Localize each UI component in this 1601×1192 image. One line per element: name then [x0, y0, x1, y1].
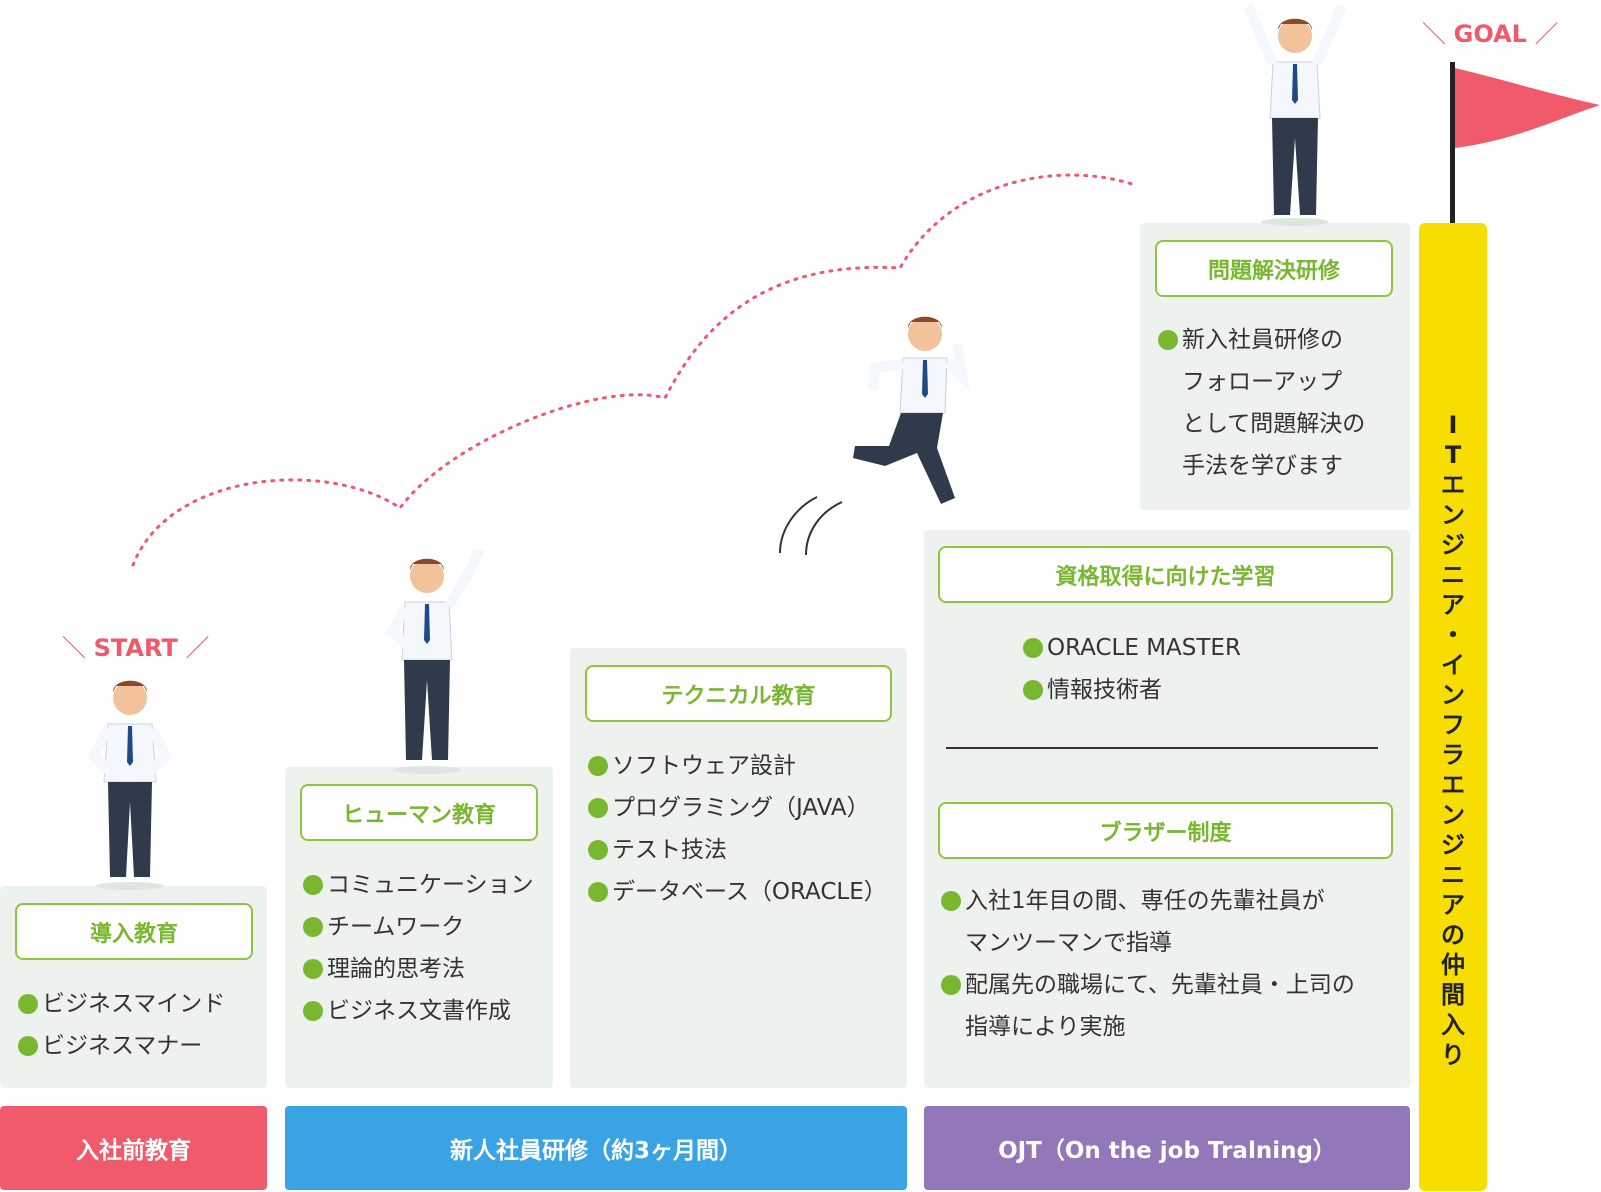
goal-column-char: ン: [1441, 681, 1465, 709]
list-qual: ORACLE MASTER 情報技術者: [1023, 627, 1241, 711]
goal-column-char: ラ: [1441, 741, 1465, 769]
list-tech: ソフトウェア設計 プログラミング（JAVA） テスト技法 データベース（ORAC…: [588, 745, 887, 913]
list-item: プログラミング（JAVA）: [588, 787, 887, 829]
motion-line: [779, 496, 818, 554]
step-title-brother: ブラザー制度: [938, 802, 1393, 859]
goal-marker: ＼ GOAL ／: [1422, 20, 1559, 48]
goal-column-char: ニ: [1441, 861, 1465, 889]
list-brother: 入社1年目の間、専任の先輩社員が マンツーマンで指導 配属先の職場にて、先輩社員…: [941, 880, 1355, 1048]
goal-column-char: ア: [1441, 591, 1465, 619]
divider: [946, 747, 1378, 749]
goal-column-char: の: [1441, 921, 1465, 949]
goal-column-char: ジ: [1441, 831, 1465, 859]
goal-column-char: ン: [1441, 501, 1465, 529]
list-item: 理論的思考法: [303, 948, 534, 990]
list-item-continuation: 指導により実施: [965, 1014, 1126, 1040]
list-item: ビジネス文書作成: [303, 990, 534, 1032]
motion-line: [805, 501, 843, 556]
list-item: コミュニケーション: [303, 864, 534, 906]
goal-column-char: ア: [1441, 891, 1465, 919]
list-human: コミュニケーション チームワーク 理論的思考法 ビジネス文書作成: [303, 864, 534, 1032]
businessman-cheering-figure: [1243, 4, 1347, 226]
goal-column-char: フ: [1441, 711, 1465, 739]
goal-column-char: エ: [1441, 771, 1465, 799]
goal-column-char: 入: [1441, 1011, 1465, 1039]
list-item: 新入社員研修の: [1158, 319, 1365, 361]
step-title-qual: 資格取得に向けた学習: [938, 546, 1393, 603]
list-pre: ビジネスマインド ビジネスマナー: [18, 983, 225, 1067]
list-item-continuation: 手法を学びます: [1182, 453, 1343, 479]
list-item-continuation: マンツーマンで指導: [965, 930, 1172, 956]
step-title-pre: 導入教育: [15, 903, 253, 960]
step-title-problem: 問題解決研修: [1155, 240, 1393, 297]
list-item: ソフトウェア設計: [588, 745, 887, 787]
list-item-continuation: フォローアップ: [1182, 369, 1343, 395]
list-item: 配属先の職場にて、先輩社員・上司の: [941, 964, 1355, 1006]
goal-column-char: I: [1448, 411, 1458, 439]
goal-column: [1419, 223, 1487, 1191]
list-item: 入社1年目の間、専任の先輩社員が: [941, 880, 1355, 922]
stage-bar-ojt: OJT（On the job Tralning）: [924, 1106, 1410, 1190]
goal-column-char: イ: [1441, 651, 1465, 679]
goal-column-char: 間: [1441, 981, 1465, 1009]
step-title-tech: テクニカル教育: [585, 665, 892, 722]
goal-column-char: ・: [1441, 621, 1465, 649]
list-item: ORACLE MASTER: [1023, 627, 1241, 669]
businessman-pointing-figure: [385, 550, 486, 774]
goal-column-char: り: [1441, 1041, 1465, 1069]
goal-column-char: ン: [1441, 801, 1465, 829]
list-item: テスト技法: [588, 829, 887, 871]
goal-column-char: T: [1444, 441, 1462, 469]
list-item: ビジネスマナー: [18, 1025, 225, 1067]
goal-flag-icon: [1450, 62, 1600, 227]
start-marker: ＼ START ／: [62, 634, 210, 662]
list-item: チームワーク: [303, 906, 534, 948]
list-item: ビジネスマインド: [18, 983, 225, 1025]
list-problem: 新入社員研修の フォローアップ として問題解決の 手法を学びます: [1158, 319, 1365, 487]
goal-column-char: ジ: [1441, 531, 1465, 559]
list-item-continuation: として問題解決の: [1182, 411, 1366, 437]
goal-column-char: ニ: [1441, 561, 1465, 589]
businessman-jumping-figure: [853, 316, 971, 504]
list-item: 情報技術者: [1023, 669, 1241, 711]
goal-column-char: エ: [1441, 471, 1465, 499]
step-title-human: ヒューマン教育: [300, 784, 538, 841]
list-item: データベース（ORACLE）: [588, 871, 887, 913]
goal-column-char: 仲: [1441, 951, 1465, 979]
stage-bar-pre: 入社前教育: [0, 1106, 267, 1190]
businessman-standing-figure: [87, 680, 173, 890]
stage-bar-training: 新人社員研修（約3ヶ月間）: [285, 1106, 907, 1190]
